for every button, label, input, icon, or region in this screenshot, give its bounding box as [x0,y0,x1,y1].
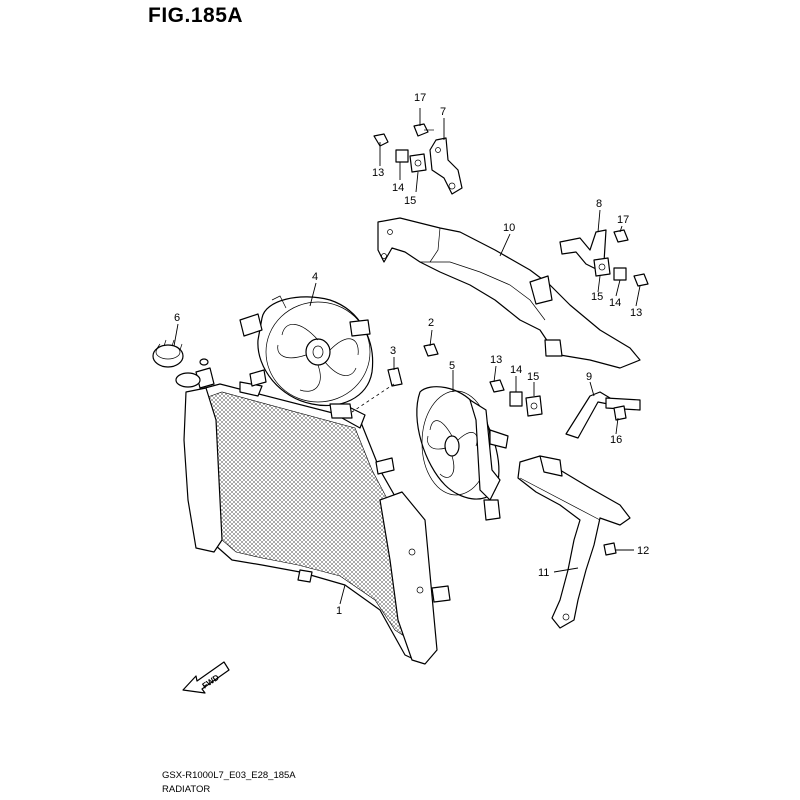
bracket-part-11 [517,455,631,629]
fan-assembly-part-5 [416,386,509,521]
callout-17-right: 17 [617,214,629,226]
callout-13-right: 13 [630,307,642,319]
callout-8: 8 [596,198,602,210]
callout-12: 12 [637,545,649,557]
hardware-group-right [593,229,649,287]
fwd-arrow-icon: FWD [182,661,230,694]
callout-4: 4 [312,271,318,283]
bracket-part-9 [565,391,641,439]
hardware-group-center [489,379,543,417]
callout-7: 7 [440,106,446,118]
figure-name: RADIATOR [162,784,211,795]
hardware-group-upper [373,123,434,173]
callout-14-right: 14 [609,297,621,309]
fan-assembly-part-4 [239,295,374,419]
callout-16: 16 [610,434,622,446]
radiator-part [183,367,451,665]
figure-title: FIG.185A [148,4,244,27]
radiator-cap-part [152,339,209,388]
bracket-part-7 [429,137,463,195]
callout-14-upper: 14 [392,182,404,194]
callout-5: 5 [449,360,455,372]
air-guide-part-10 [377,217,641,369]
callout-17-upper: 17 [414,92,426,104]
callout-11: 11 [538,567,549,579]
callout-2: 2 [428,317,434,329]
callouts: 1 2 3 4 5 6 7 8 9 10 11 12 13 14 15 17 1… [174,92,649,617]
callout-13-upper: 13 [372,167,384,179]
figure-code: GSX-R1000L7_E03_E28_185A [162,770,296,781]
callout-1: 1 [336,605,342,617]
callout-13-center: 13 [490,354,502,366]
callout-15-upper: 15 [404,195,416,207]
clip-part-3 [387,367,403,387]
callout-9: 9 [586,371,592,383]
leader-lines [173,108,641,605]
callout-15-center: 15 [527,371,539,383]
callout-10: 10 [503,222,515,234]
callout-6: 6 [174,312,180,324]
bolt-part-2 [423,343,439,357]
callout-14-center: 14 [510,364,522,376]
callout-15-right: 15 [591,291,603,303]
callout-3: 3 [390,345,396,357]
